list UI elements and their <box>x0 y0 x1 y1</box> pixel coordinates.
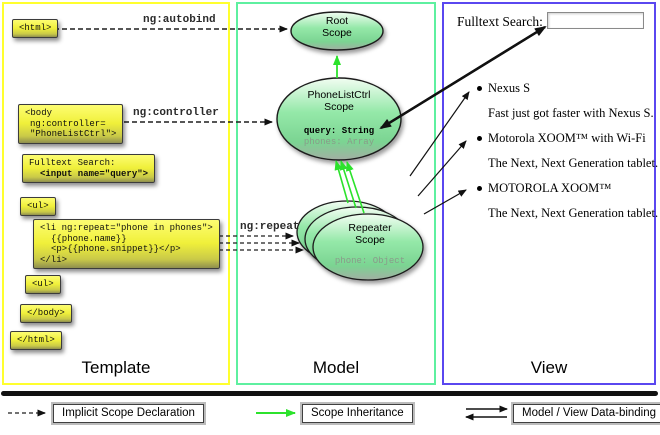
view-item-snippet: Fast just got faster with Nexus S. <box>488 106 654 120</box>
view-item-title: MOTOROLA XOOM™ <box>488 181 612 195</box>
phonelistctrl-scope-props: query: String phones: Array <box>303 126 375 147</box>
code-html-close: </html> <box>10 331 62 350</box>
phonelistctrl-scope-title: PhoneListCtrl Scope <box>307 89 371 113</box>
view-panel-label: View <box>530 358 568 377</box>
legend-separator <box>1 391 658 396</box>
view-item-title: Nexus S <box>488 81 531 95</box>
bullet-icon <box>477 86 482 91</box>
code-html-open: <html> <box>12 19 59 38</box>
legend-implicit-scope-declaration: Implicit Scope Declaration <box>51 402 206 425</box>
code-body-open: <body ng:controller= "PhoneListCtrl"> <box>18 104 124 144</box>
code-body-close: </body> <box>20 304 72 323</box>
template-panel-label: Template <box>81 358 151 377</box>
view-item-snippet: The Next, Next Generation tablet. <box>488 156 659 170</box>
code-li-repeat: <li ng:repeat="phone in phones"> {{phone… <box>33 219 220 269</box>
view-item-title: Motorola XOOM™ with Wi-Fi <box>488 131 646 145</box>
code-ul-second: <ul> <box>25 275 61 294</box>
template-panel: Template <box>2 2 230 385</box>
code-fulltext-search: Fulltext Search: <input name="query"> <box>22 154 156 183</box>
legend-model-view-databinding: Model / View Data-binding <box>510 402 660 425</box>
legend-scope-inheritance: Scope Inheritance <box>300 402 415 425</box>
repeater-scope-props: phone: Object <box>334 256 406 266</box>
controller-label: ng:controller <box>133 107 219 119</box>
repeat-label: ng:repeat <box>240 221 300 233</box>
root-scope-title: Root Scope <box>322 15 352 39</box>
fulltext-search-label: Fulltext Search: <box>457 14 543 29</box>
fulltext-search-input[interactable] <box>547 12 644 29</box>
model-panel-label: Model <box>312 358 360 377</box>
view-item-snippet: The Next, Next Generation tablet. <box>488 206 659 220</box>
autobind-label: ng:autobind <box>143 14 216 26</box>
bullet-icon <box>477 186 482 191</box>
model-panel: Model <box>236 2 436 385</box>
code-ul-open: <ul> <box>20 197 56 216</box>
repeater-scope-title: Repeater Scope <box>348 222 392 246</box>
bullet-icon <box>477 136 482 141</box>
